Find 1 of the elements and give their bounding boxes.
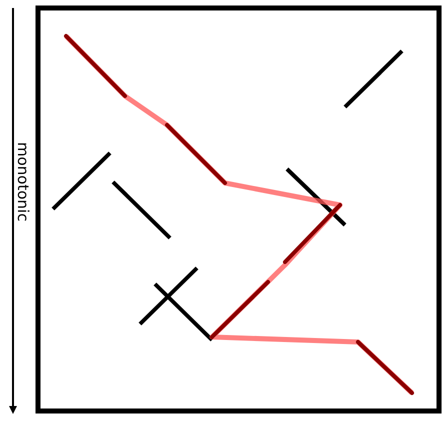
axis-label: monotonic xyxy=(15,142,31,222)
